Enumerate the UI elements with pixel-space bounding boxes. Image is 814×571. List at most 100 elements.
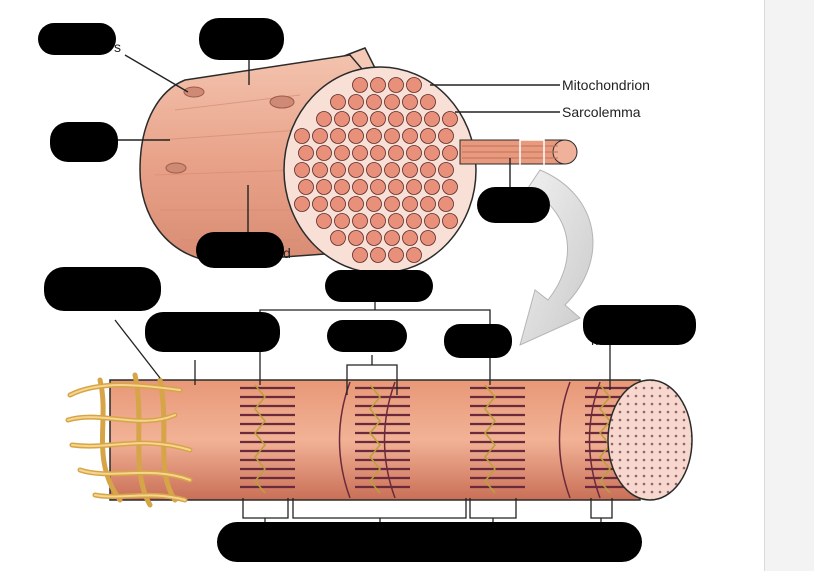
myofibril-circle: [384, 196, 400, 212]
myofibril-circle: [406, 213, 422, 229]
tubule-arc: [558, 381, 571, 499]
z-line: [369, 384, 381, 494]
myofibril-circle: [442, 111, 458, 127]
myofibril-circle: [316, 145, 332, 161]
myofibril-circle: [370, 213, 386, 229]
connective-tissue-network-highlight: [67, 384, 191, 501]
myofibril-circle: [384, 162, 400, 178]
redaction: [44, 267, 161, 311]
myofibril-circle: [316, 179, 332, 195]
myofibril-circle: [406, 145, 422, 161]
tubule-arc: [383, 381, 396, 499]
myofibril-circle: [388, 77, 404, 93]
myofibril-circle: [388, 111, 404, 127]
fragment-top-left: s: [114, 39, 121, 55]
myofibril-circle: [298, 179, 314, 195]
fragment-lower-center: d: [283, 245, 291, 261]
myofibril-circle: [424, 213, 440, 229]
redaction: [217, 522, 642, 562]
myofibril-circle: [402, 94, 418, 110]
redaction: [444, 324, 512, 358]
myofibril-circle: [438, 162, 454, 178]
myofibril-circle: [420, 162, 436, 178]
zoom-box: [519, 139, 545, 167]
redaction: [477, 187, 550, 223]
z-line: [484, 384, 496, 494]
myofibril-circle: [352, 111, 368, 127]
redaction: [199, 18, 284, 60]
myofibril-circle: [334, 111, 350, 127]
myofibril-circle: [388, 247, 404, 263]
myofibril-circle: [312, 196, 328, 212]
myofibril-circle: [370, 111, 386, 127]
myofibril-circle: [334, 145, 350, 161]
myofibril-circle: [366, 196, 382, 212]
myofibril-circle: [370, 145, 386, 161]
myofibril-circle: [406, 247, 422, 263]
myofibril-circle: [424, 111, 440, 127]
myofibril-circle: [388, 213, 404, 229]
myofibril-circle: [384, 94, 400, 110]
myofibril-circle: [442, 179, 458, 195]
myofibril-circle: [406, 77, 422, 93]
nucleus: [269, 95, 295, 109]
nucleus: [165, 162, 187, 174]
myofibril-circle: [388, 179, 404, 195]
myofibril-circle: [438, 128, 454, 144]
myofibril-circle: [406, 179, 422, 195]
myofibril-circle: [366, 128, 382, 144]
myofibril-circle: [330, 128, 346, 144]
label-sarcolemma: Sarcolemma: [562, 104, 641, 120]
myofibril-circle: [352, 247, 368, 263]
myofibril-circle: [420, 128, 436, 144]
myofibril-circle: [370, 179, 386, 195]
myofibril-circle: [312, 162, 328, 178]
redaction: [325, 270, 433, 302]
side-panel: [764, 0, 814, 571]
myofibril-circle: [330, 94, 346, 110]
myofibril-cross-sections: [294, 77, 458, 263]
myofibril-circle: [442, 145, 458, 161]
myofibril-circle: [298, 145, 314, 161]
myofibril-circle: [366, 230, 382, 246]
redaction: [145, 312, 280, 352]
myofibril-end: [607, 379, 693, 501]
myofibril-circle: [370, 77, 386, 93]
myofibril-circle: [388, 145, 404, 161]
myofibril-circle: [384, 230, 400, 246]
myofibril-circle: [352, 179, 368, 195]
myofibril-circle: [334, 213, 350, 229]
myofibril-circle: [334, 179, 350, 195]
myofibril-circle: [384, 128, 400, 144]
myofibril-circle: [348, 94, 364, 110]
myofibril-circle: [420, 94, 436, 110]
myofibril-circle: [370, 247, 386, 263]
myofibril-circle: [316, 111, 332, 127]
myofibril-circle: [294, 196, 310, 212]
myofibril-circle: [402, 196, 418, 212]
myofibril-circle: [402, 128, 418, 144]
myofibril-circle: [402, 162, 418, 178]
myofibril-circle: [294, 162, 310, 178]
redaction: [196, 232, 284, 268]
myofibril-circle: [442, 213, 458, 229]
label-mitochondrion: Mitochondrion: [562, 77, 650, 93]
myofibril-circle: [330, 162, 346, 178]
tubule-arc: [338, 381, 351, 499]
myofibril-circle: [330, 230, 346, 246]
myofibril-circle: [406, 111, 422, 127]
myofibril-circle: [348, 230, 364, 246]
myofibril-circle: [402, 230, 418, 246]
redaction: [327, 320, 407, 352]
myofibril: [109, 379, 693, 501]
redaction: [50, 122, 118, 162]
myofibril-circle: [438, 196, 454, 212]
z-line: [599, 384, 611, 494]
tubule-arc: [588, 381, 601, 499]
zoom-arrow: [519, 169, 594, 346]
myofibril-circle: [420, 230, 436, 246]
myofibril-circle: [352, 77, 368, 93]
myofibril-circle: [424, 145, 440, 161]
redaction: [583, 305, 696, 345]
myofibril-circle: [352, 145, 368, 161]
